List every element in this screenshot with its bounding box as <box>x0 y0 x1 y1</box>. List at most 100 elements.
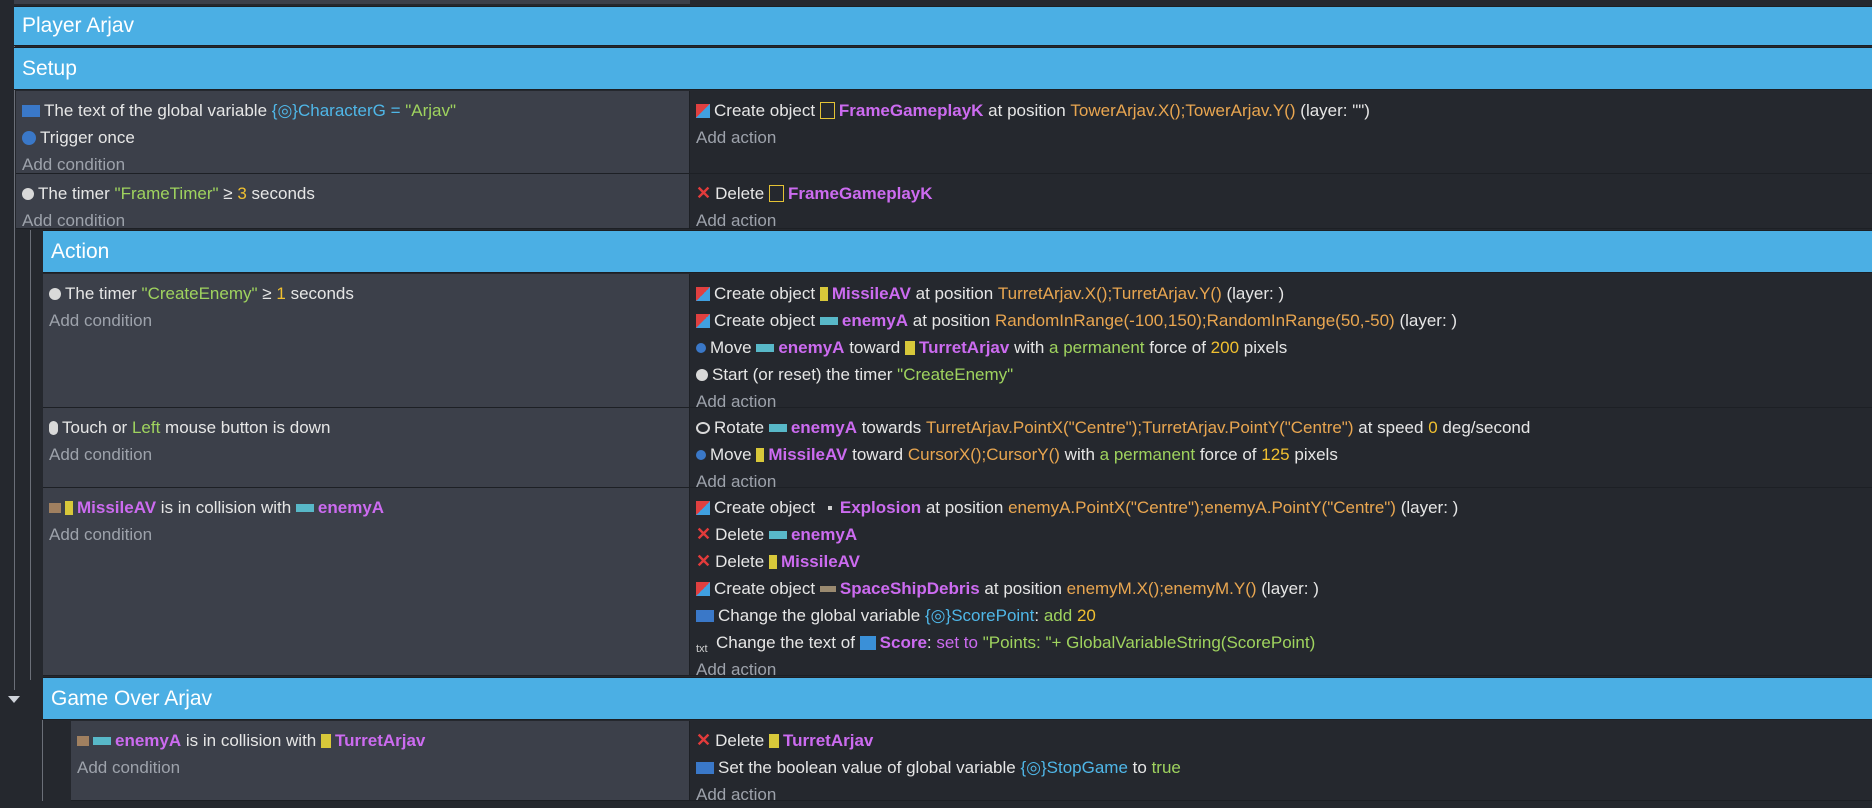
enemy-sprite-icon <box>93 736 111 745</box>
event1-conditions[interactable]: The text of the global variable {◎} Char… <box>16 91 690 174</box>
action-create-enemy[interactable]: Create object enemyA at position RandomI… <box>696 307 1872 334</box>
action-move-missile[interactable]: Move MissileAV toward CursorX();CursorY(… <box>696 441 1872 468</box>
condition-timer[interactable]: The timer "CreateEnemy" ≥ 1 seconds <box>49 280 689 307</box>
condition-timer[interactable]: The timer "FrameTimer" ≥ 3 seconds <box>22 180 689 207</box>
frame-object-icon <box>819 102 835 119</box>
explosion-sprite-icon <box>827 505 832 510</box>
missile-sprite-icon <box>819 286 828 301</box>
action-create-object[interactable]: Create object FrameGameplayK at position… <box>696 97 1872 124</box>
add-condition-link[interactable]: Add condition <box>22 211 126 230</box>
turret-sprite-icon <box>321 733 331 748</box>
enemy-sprite-icon <box>295 503 314 512</box>
add-condition-link[interactable]: Add condition <box>49 311 153 330</box>
action-start-timer[interactable]: Start (or reset) the timer "CreateEnemy" <box>696 361 1872 388</box>
turret-sprite-icon <box>768 733 779 748</box>
action-move-enemy[interactable]: Move enemyA toward TurretArjav with a pe… <box>696 334 1872 361</box>
delete-icon: ✕ <box>696 730 712 750</box>
event3-conditions[interactable]: The timer "CreateEnemy" ≥ 1 seconds Add … <box>43 274 690 408</box>
action-create-explosion[interactable]: Create object Explosion at position enem… <box>696 494 1872 521</box>
event2-conditions[interactable]: The timer "FrameTimer" ≥ 3 seconds Add c… <box>16 174 690 230</box>
action-delete-turret[interactable]: ✕ Delete TurretArjav <box>696 727 1872 754</box>
var-icon: {◎} <box>271 101 298 120</box>
variable-icon <box>22 104 40 117</box>
condition-global-text[interactable]: The text of the global variable {◎} Char… <box>22 97 689 124</box>
previous-event-edge <box>14 0 690 4</box>
enemy-sprite-icon <box>768 423 787 432</box>
force-icon <box>696 449 706 460</box>
enemy-sprite-icon <box>756 343 775 352</box>
delete-icon: ✕ <box>696 551 712 571</box>
event6-conditions[interactable]: enemyA is in collision with TurretArjav … <box>71 721 690 801</box>
add-condition-link[interactable]: Add condition <box>49 525 153 544</box>
action-rotate-enemy[interactable]: Rotate enemyA towards TurretArjav.PointX… <box>696 414 1872 441</box>
group-action[interactable]: Action <box>43 230 1872 273</box>
group-title: Game Over Arjav <box>51 686 213 710</box>
enemy-sprite-icon <box>768 530 787 539</box>
tree-line-action <box>30 230 31 680</box>
action-delete-enemy[interactable]: ✕ Delete enemyA <box>696 521 1872 548</box>
add-condition-link[interactable]: Add condition <box>77 758 181 777</box>
event2-actions[interactable]: ✕ Delete FrameGameplayK Add action <box>690 174 1872 230</box>
event5-conditions[interactable]: MissileAV is in collision with enemyA Ad… <box>43 488 690 676</box>
action-create-debris[interactable]: Create object SpaceShipDebris at positio… <box>696 575 1872 602</box>
group-game-over-arjav[interactable]: Game Over Arjav <box>43 677 1872 720</box>
var-icon: {◎} <box>1020 758 1047 777</box>
timer-icon <box>49 287 61 300</box>
missile-sprite-icon <box>768 554 777 569</box>
action-delete-missile[interactable]: ✕ Delete MissileAV <box>696 548 1872 575</box>
tree-line-outer <box>14 40 15 690</box>
enemy-sprite-icon <box>819 316 838 325</box>
mouse-icon <box>49 420 58 435</box>
create-object-icon <box>696 500 710 515</box>
text-object-icon <box>859 635 876 650</box>
variable-icon <box>696 609 714 622</box>
add-action-link[interactable]: Add action <box>696 392 777 411</box>
text-icon: txt <box>696 642 708 655</box>
event6-actions[interactable]: ✕ Delete TurretArjav Set the boolean val… <box>690 721 1872 804</box>
action-delete[interactable]: ✕ Delete FrameGameplayK <box>696 180 1872 207</box>
collapse-arrow-icon[interactable] <box>8 696 20 703</box>
condition-trigger-once[interactable]: Trigger once <box>22 124 689 151</box>
add-action-link[interactable]: Add action <box>696 785 777 804</box>
add-action-link[interactable]: Add action <box>696 211 777 230</box>
group-title: Setup <box>22 56 77 80</box>
event3-actions[interactable]: Create object MissileAV at position Turr… <box>690 274 1872 411</box>
var-icon: {◎} <box>925 606 952 625</box>
event5-actions[interactable]: Create object Explosion at position enem… <box>690 488 1872 679</box>
timer-icon <box>696 368 708 381</box>
add-action-link[interactable]: Add action <box>696 472 777 491</box>
create-object-icon <box>696 581 710 596</box>
condition-mouse-down[interactable]: Touch or Left mouse button is down <box>49 414 689 441</box>
group-player-arjav[interactable]: Player Arjav <box>14 6 1872 46</box>
event1-actions[interactable]: Create object FrameGameplayK at position… <box>690 91 1872 174</box>
condition-collision[interactable]: enemyA is in collision with TurretArjav <box>77 727 689 754</box>
create-object-icon <box>696 103 710 118</box>
missile-sprite-icon <box>65 500 73 515</box>
condition-collision[interactable]: MissileAV is in collision with enemyA <box>49 494 689 521</box>
action-create-missile[interactable]: Create object MissileAV at position Turr… <box>696 280 1872 307</box>
event4-conditions[interactable]: Touch or Left mouse button is down Add c… <box>43 408 690 488</box>
add-action-link[interactable]: Add action <box>696 660 777 679</box>
debris-sprite-icon <box>819 585 836 592</box>
delete-icon: ✕ <box>696 183 712 203</box>
create-object-icon <box>696 313 710 328</box>
event4-actions[interactable]: Rotate enemyA towards TurretArjav.PointX… <box>690 408 1872 491</box>
group-title: Action <box>51 239 110 263</box>
add-condition-link[interactable]: Add condition <box>22 155 126 174</box>
timer-icon <box>22 187 34 200</box>
add-action-link[interactable]: Add action <box>696 128 777 147</box>
turret-sprite-icon <box>904 340 915 355</box>
action-change-text[interactable]: txt Change the text of Score : set to "P… <box>696 633 1316 655</box>
rotate-icon <box>696 421 710 434</box>
create-object-icon <box>696 286 710 301</box>
collision-icon <box>77 735 89 746</box>
add-condition-link[interactable]: Add condition <box>49 445 153 464</box>
missile-sprite-icon <box>756 447 765 462</box>
force-icon <box>696 342 706 353</box>
action-set-boolean[interactable]: Set the boolean value of global variable… <box>696 754 1872 781</box>
variable-icon <box>696 761 714 774</box>
tree-line-gameover <box>42 720 43 801</box>
group-setup[interactable]: Setup <box>14 47 1872 90</box>
collision-icon <box>49 502 61 513</box>
action-change-global[interactable]: Change the global variable {◎} ScorePoin… <box>696 602 1872 629</box>
